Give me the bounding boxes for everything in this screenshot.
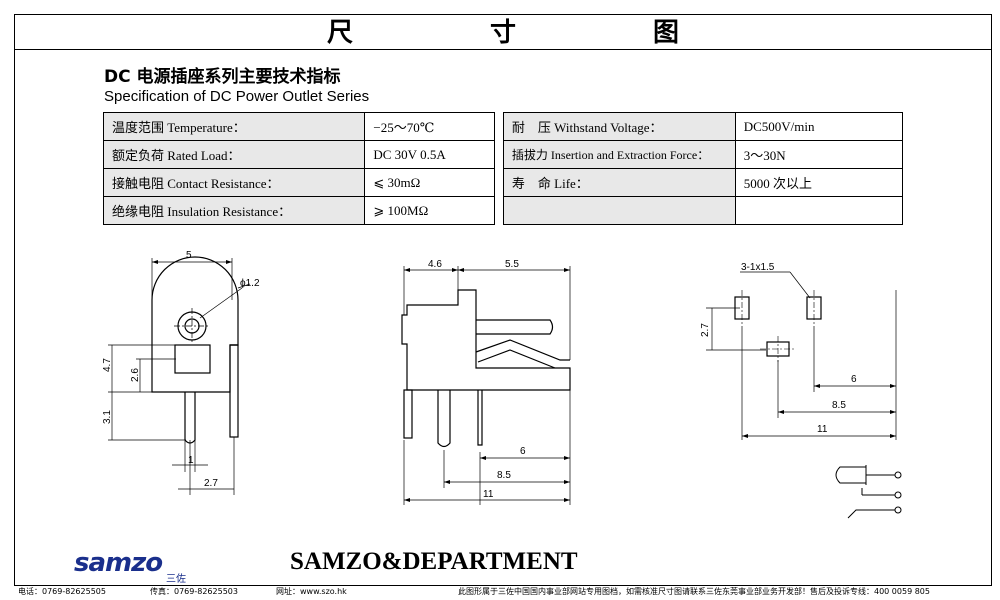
spec-label: 温度范围 Temperature： xyxy=(102,112,366,141)
footer-fax: 传真：0769-82625503 xyxy=(150,587,238,596)
spec-heading-cn: DC 电源插座系列主要技术指标 xyxy=(104,67,341,87)
dim-b3: 11 xyxy=(483,489,494,500)
spec-label: 耐 压 Withstand Voltage： xyxy=(502,112,736,141)
dim-b2: 8.5 xyxy=(497,470,511,481)
spec-label xyxy=(502,196,736,225)
spec-value: ⩾ 100MΩ xyxy=(364,196,495,225)
pcb-layout-drawing xyxy=(734,290,822,362)
footer-website: 网址：www.szo.hk xyxy=(276,587,347,596)
footer-phone: 电话：0769-82625505 xyxy=(18,587,106,596)
table-row: 绝缘电阻 Insulation Resistance： ⩾ 100MΩ xyxy=(102,196,904,225)
page-title: 尺 寸 图 xyxy=(326,18,744,48)
front-view-drawing xyxy=(151,256,239,444)
spec-value xyxy=(734,196,904,225)
dim-pcb-b1: 6 xyxy=(851,374,857,385)
samzo-logo: samzo 三佐 xyxy=(74,548,210,585)
spec-value: DC500V/min xyxy=(734,112,904,141)
brand-name: SAMZO&DEPARTMENT xyxy=(290,548,578,575)
dim-width: 5 xyxy=(186,250,192,261)
dim-h3: 3.1 xyxy=(102,410,113,424)
dim-top-left: 4.6 xyxy=(428,259,442,270)
spec-label: 插拔力 Insertion and Extraction Force： xyxy=(502,140,736,169)
dim-holes: 3-1x1.5 xyxy=(741,262,775,273)
spec-value: 3～30N xyxy=(734,140,904,169)
dim-h2: 2.6 xyxy=(130,368,141,382)
dim-pcb-b2: 8.5 xyxy=(832,400,846,411)
footer-notice: 此图形属于三佐中国国内事业部网站专用图档，如需核准尺寸图请联系三佐东莞事业部业务… xyxy=(458,587,930,596)
dim-pin: 1 xyxy=(188,455,194,466)
spec-table: 温度范围 Temperature： −25～70℃ 耐 压 Withstand … xyxy=(102,112,904,225)
title-bar: 尺 寸 图 xyxy=(14,14,992,50)
dim-hole: ϕ1.2 xyxy=(240,278,260,289)
spec-value: ⩽ 30mΩ xyxy=(364,168,495,197)
spec-heading-en: Specification of DC Power Outlet Series xyxy=(104,88,370,105)
table-row: 额定负荷 Rated Load： DC 30V 0.5A 插拔力 Inserti… xyxy=(102,140,904,169)
table-row: 温度范围 Temperature： −25～70℃ 耐 压 Withstand … xyxy=(102,112,904,141)
spec-label: 额定负荷 Rated Load： xyxy=(102,140,366,169)
logo-text: samzo xyxy=(74,548,163,578)
logo-cn-text: 三佐 xyxy=(166,574,186,585)
dim-pcb-h: 2.7 xyxy=(700,323,711,337)
dim-h1: 4.7 xyxy=(102,358,113,372)
schematic-symbol xyxy=(835,465,902,519)
spec-value: DC 30V 0.5A xyxy=(364,140,495,169)
spec-value: 5000 次以上 xyxy=(734,168,904,197)
dim-spacing: 2.7 xyxy=(204,478,218,489)
dim-b1: 6 xyxy=(520,446,526,457)
dim-top-right: 5.5 xyxy=(505,259,519,270)
dim-pcb-b3: 11 xyxy=(817,424,828,435)
spec-label: 绝缘电阻 Insulation Resistance： xyxy=(102,196,366,225)
spec-label: 寿 命 Life： xyxy=(502,168,736,197)
side-view-drawing xyxy=(401,289,571,448)
